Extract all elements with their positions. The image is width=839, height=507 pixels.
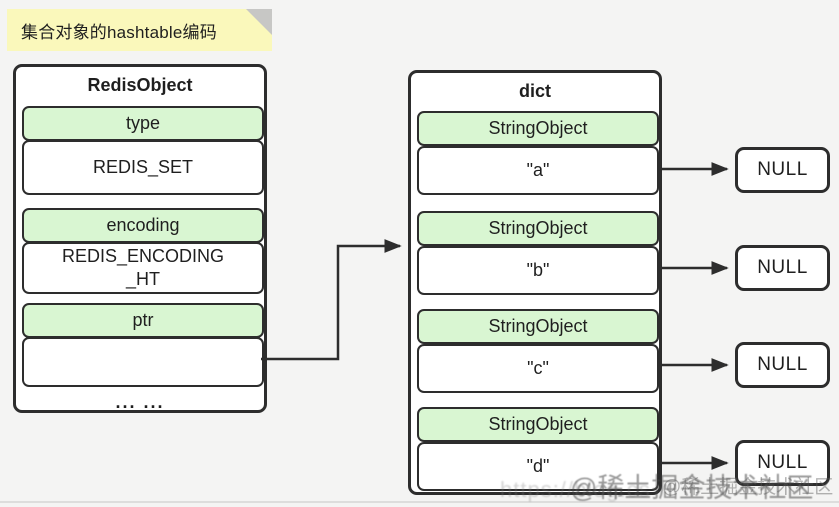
redisobject-ellipsis: ... ... (115, 392, 165, 412)
dict-entry-value: "a" (417, 146, 659, 195)
field-label-ptr: ptr (22, 303, 264, 338)
bottom-edge-artifact (0, 501, 839, 503)
dict-entry-value: "b" (417, 246, 659, 295)
dict-box: dict StringObject "a" StringObject "b" S… (408, 70, 662, 495)
title-note: 集合对象的hashtable编码 (7, 9, 272, 51)
field-value-encoding: REDIS_ENCODING_HT (22, 242, 264, 294)
dict-entry-type: StringObject (417, 309, 659, 344)
redisobject-title: RedisObject (87, 75, 193, 95)
dict-entry-value: "c" (417, 344, 659, 393)
null-box: NULL (735, 440, 830, 486)
field-value-type: REDIS_SET (22, 140, 264, 195)
ptr-to-dict-arrow (261, 239, 402, 361)
redisobject-box: RedisObject type REDIS_SET encoding REDI… (13, 64, 267, 413)
field-label-encoding: encoding (22, 208, 264, 243)
title-note-text: 集合对象的hashtable编码 (21, 22, 217, 42)
null-box: NULL (735, 342, 830, 388)
field-label-type: type (22, 106, 264, 141)
null-box: NULL (735, 245, 830, 291)
dict-entry-value: "d" (417, 442, 659, 491)
field-value-ptr (22, 337, 264, 387)
null-box: NULL (735, 147, 830, 193)
note-fold-corner-icon (246, 9, 272, 35)
dict-entry-type: StringObject (417, 111, 659, 146)
dict-entry-type: StringObject (417, 407, 659, 442)
dict-entry-type: StringObject (417, 211, 659, 246)
dict-title: dict (518, 81, 551, 101)
